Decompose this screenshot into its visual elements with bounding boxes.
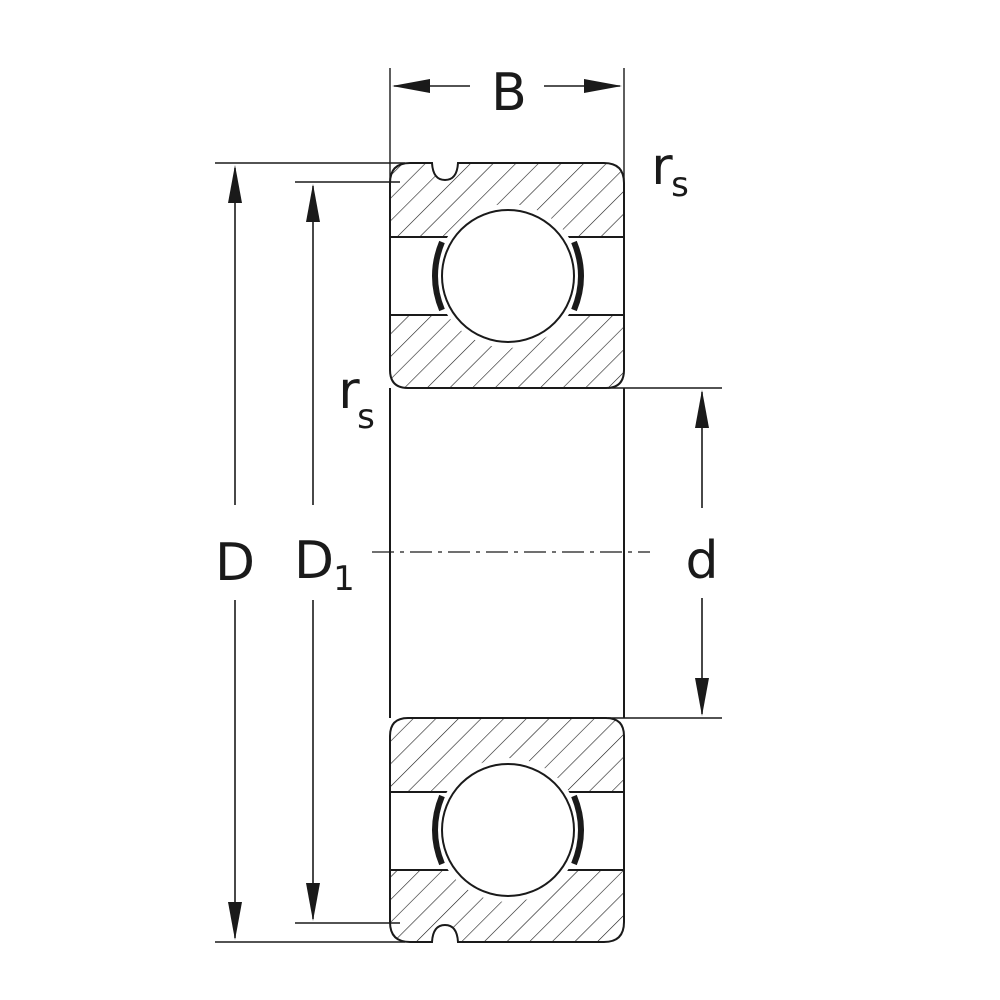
ball-bottom: [441, 763, 575, 897]
gap-lines-top: [389, 237, 625, 315]
svg-text:r: r: [651, 137, 673, 197]
label-D: D: [215, 533, 255, 593]
svg-text:r: r: [338, 361, 360, 421]
label-B: B: [491, 63, 527, 123]
dimension-B: [392, 79, 622, 93]
svg-text:D: D: [294, 531, 334, 591]
gap-lines-bottom: [389, 792, 625, 870]
svg-text:s: s: [357, 397, 375, 437]
bore-outline: [389, 388, 625, 718]
label-D1: D 1: [294, 531, 355, 599]
svg-text:1: 1: [333, 559, 355, 599]
dimension-D1: [306, 184, 320, 921]
label-d: d: [685, 531, 718, 591]
extension-lines: [215, 68, 722, 943]
outer-ring-bottom: [389, 869, 625, 943]
cage-top: [432, 240, 584, 312]
outer-ring-top: [389, 162, 625, 238]
ball-top: [441, 209, 575, 343]
label-rs-top: r s: [651, 137, 689, 205]
inner-ring-top: [389, 314, 625, 389]
label-rs-bottom: r s: [338, 361, 375, 437]
cage-bottom: [432, 794, 584, 866]
svg-text:s: s: [671, 165, 689, 205]
dimension-d: [695, 390, 709, 716]
dimension-D: [228, 165, 242, 940]
